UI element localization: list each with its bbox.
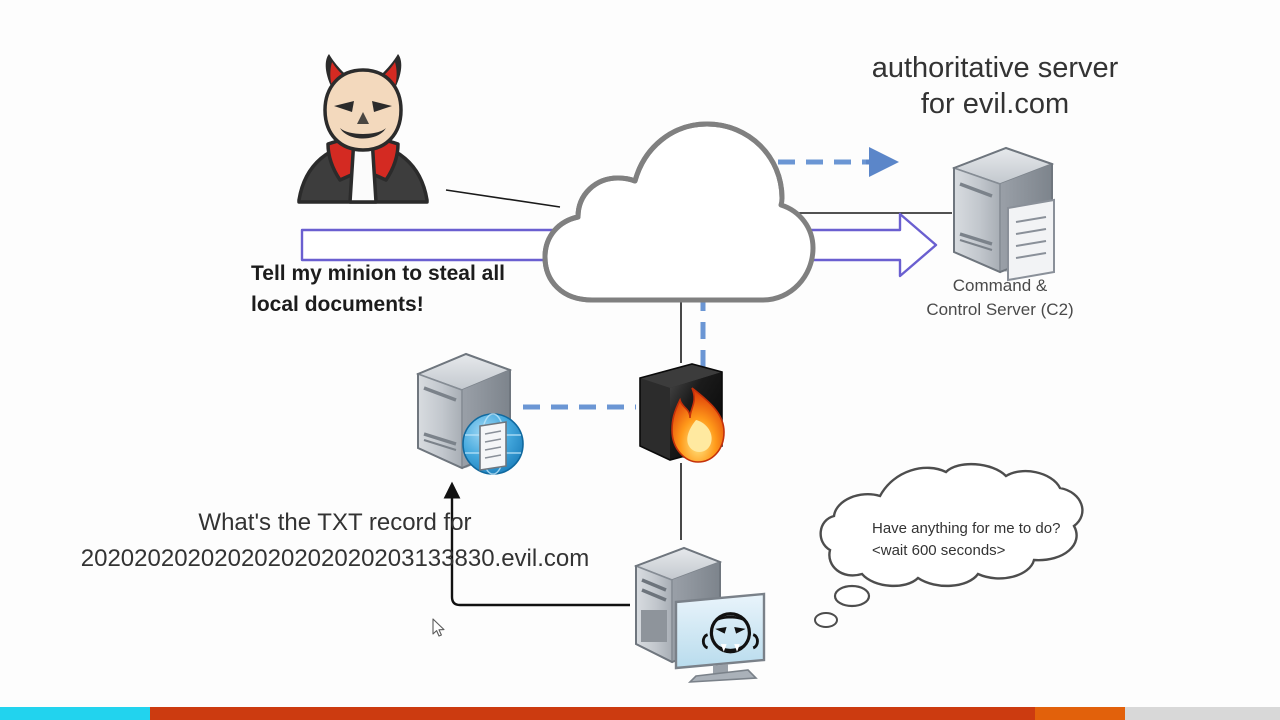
- bottom-color-bar: [0, 707, 1280, 720]
- devil-attacker-icon: [297, 54, 429, 204]
- connection-attacker-to-cloud: [445, 189, 561, 208]
- dns-server-globe-icon: [415, 352, 524, 475]
- bottom-bar-bright-orange-segment: [1035, 707, 1125, 720]
- connection-pc-to-dns-server: [443, 481, 630, 607]
- infected-desktop-icon: [633, 546, 766, 683]
- bottom-bar-dark-orange-segment: [150, 707, 1035, 720]
- attacker-command-label: Tell my minion to steal all local docume…: [251, 262, 505, 316]
- c2-server-label: Command & Control Server (C2): [926, 276, 1074, 319]
- server-with-document-icon: [951, 146, 1055, 282]
- authoritative-server-label: authoritative server for evil.com: [871, 52, 1119, 120]
- internet-cloud-icon: [542, 121, 816, 303]
- beacon-bubble-text: Have anything for me to do? <wait 600 se…: [872, 520, 1061, 559]
- dns-txt-query-label: What's the TXT record for 20202020202020…: [80, 509, 590, 572]
- bottom-bar-gray-segment: [1125, 707, 1280, 720]
- mouse-pointer-icon: [432, 618, 445, 637]
- firewall-flame-icon: [639, 363, 725, 463]
- bottom-bar-cyan-segment: [0, 707, 150, 720]
- beacon-thought-bubble: [814, 462, 1084, 628]
